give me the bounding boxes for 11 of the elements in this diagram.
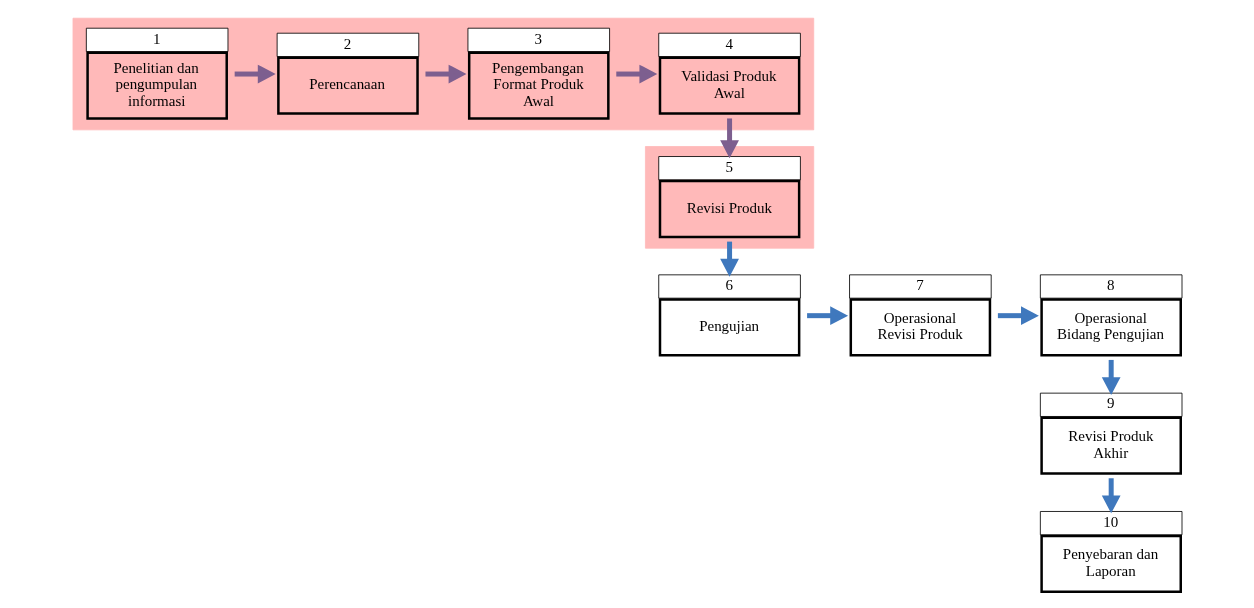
arrow: [719, 118, 739, 159]
arrow: [615, 64, 657, 84]
arrow: [719, 241, 739, 277]
arrow: [997, 306, 1039, 326]
cluster: [644, 146, 814, 249]
arrow: [424, 64, 466, 84]
arrow: [1101, 359, 1121, 396]
arrow: [1101, 478, 1121, 514]
arrow: [806, 306, 848, 326]
arrow: [234, 64, 276, 84]
cluster: [72, 17, 814, 131]
